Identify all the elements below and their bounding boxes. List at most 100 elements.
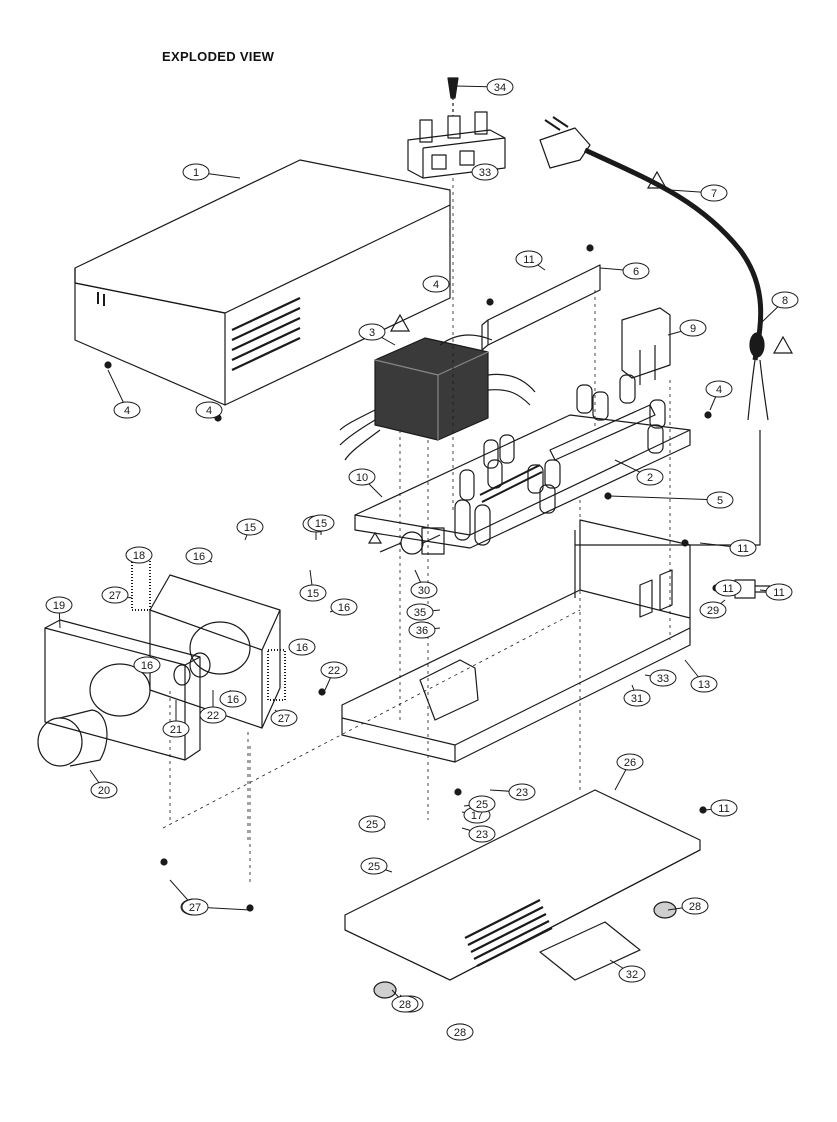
callout-4: 4 bbox=[195, 401, 223, 421]
callout-label: 16 bbox=[227, 694, 239, 706]
transformer bbox=[339, 334, 536, 461]
callout-label: 21 bbox=[170, 724, 182, 736]
callout-label: 27 bbox=[189, 902, 201, 914]
callout-label: 33 bbox=[657, 673, 669, 685]
callout-25: 25 bbox=[463, 795, 496, 813]
callout-label: 15 bbox=[315, 518, 327, 530]
callout-16: 16 bbox=[288, 638, 316, 656]
potentiometer bbox=[379, 527, 445, 555]
callout-label: 11 bbox=[722, 583, 733, 595]
callout-13: 13 bbox=[684, 659, 718, 693]
chassis-front-plate bbox=[149, 574, 281, 729]
callout-1: 1 bbox=[182, 163, 241, 181]
callout-32: 32 bbox=[609, 959, 646, 983]
fuse-holder bbox=[621, 307, 671, 385]
callout-28: 28 bbox=[446, 1023, 474, 1041]
terminal-block bbox=[407, 111, 506, 179]
callout-19: 19 bbox=[45, 596, 73, 629]
callout-label: 20 bbox=[98, 785, 110, 797]
callout-2: 2 bbox=[614, 459, 664, 486]
bracket bbox=[481, 264, 601, 351]
callout-16: 16 bbox=[329, 598, 358, 616]
callout-18: 18 bbox=[125, 546, 153, 564]
callout-25: 25 bbox=[360, 857, 393, 875]
callout-label: 22 bbox=[328, 665, 340, 677]
callout-31: 31 bbox=[623, 684, 651, 707]
chassis bbox=[341, 519, 691, 763]
callout-label: 22 bbox=[207, 710, 219, 722]
callout-11: 11 bbox=[759, 583, 793, 601]
callout-label: 27 bbox=[278, 713, 290, 725]
callout-11: 11 bbox=[515, 250, 546, 271]
callout-16: 16 bbox=[219, 689, 247, 708]
callout-label: 1 bbox=[193, 167, 199, 179]
capacitors bbox=[454, 374, 666, 546]
callout-label: 28 bbox=[454, 1027, 466, 1039]
callout-label: 17 bbox=[471, 810, 483, 822]
callout-33: 33 bbox=[644, 669, 677, 687]
callout-15: 15 bbox=[307, 514, 335, 535]
callout-label: 9 bbox=[690, 323, 696, 335]
callout-label: 16 bbox=[141, 660, 153, 672]
callout-27: 27 bbox=[101, 586, 133, 604]
callout-label: 25 bbox=[476, 799, 488, 811]
callout-label: 27 bbox=[109, 590, 121, 602]
callout-label: 8 bbox=[782, 295, 788, 307]
callout-11: 11 bbox=[714, 579, 742, 597]
callout-36: 36 bbox=[408, 621, 441, 639]
page-title: EXPLODED VIEW bbox=[162, 49, 275, 64]
callout-3: 3 bbox=[358, 323, 396, 346]
callout-16: 16 bbox=[133, 656, 161, 674]
callout-label: 15 bbox=[307, 588, 319, 600]
callout-22: 22 bbox=[320, 661, 348, 691]
callout-label: 26 bbox=[624, 757, 636, 769]
callout-26: 26 bbox=[614, 753, 644, 791]
callout-label: 11 bbox=[737, 543, 748, 555]
callout-label: 13 bbox=[698, 679, 710, 691]
callout-29: 29 bbox=[699, 599, 727, 619]
callout-label: 36 bbox=[416, 625, 428, 637]
callout-label: 3 bbox=[369, 327, 375, 339]
callout-23: 23 bbox=[461, 825, 496, 843]
warning-symbols bbox=[367, 170, 794, 544]
callout-33: 33 bbox=[470, 163, 499, 181]
callout-34: 34 bbox=[454, 78, 514, 96]
callout-label: 30 bbox=[418, 585, 430, 597]
callout-label: 16 bbox=[296, 642, 308, 654]
callout-label: 28 bbox=[399, 999, 411, 1011]
callout-27: 27 bbox=[181, 898, 251, 916]
callout-30: 30 bbox=[410, 569, 438, 599]
callout-15: 15 bbox=[236, 518, 264, 541]
heatsink bbox=[549, 404, 656, 461]
callout-label: 10 bbox=[356, 472, 368, 484]
callout-label: 28 bbox=[689, 901, 701, 913]
callout-28: 28 bbox=[667, 897, 709, 915]
callout-28: 28 bbox=[391, 989, 419, 1013]
callout-label: 32 bbox=[626, 969, 638, 981]
callout-11: 11 bbox=[704, 799, 738, 817]
callout-label: 25 bbox=[366, 819, 378, 831]
callout-15: 15 bbox=[299, 569, 327, 602]
callout-16: 16 bbox=[185, 547, 213, 565]
callout-21: 21 bbox=[162, 700, 190, 738]
callout-5: 5 bbox=[609, 491, 734, 509]
callout-11: 11 bbox=[699, 539, 757, 557]
callout-7: 7 bbox=[669, 184, 728, 202]
callout-8: 8 bbox=[761, 291, 799, 323]
callout-label: 15 bbox=[244, 522, 256, 534]
callout-label: 5 bbox=[717, 495, 723, 507]
callout-22: 22 bbox=[199, 690, 227, 724]
callout-label: 29 bbox=[707, 605, 719, 617]
callout-label: 7 bbox=[711, 188, 717, 200]
callout-20: 20 bbox=[89, 769, 118, 799]
callout-label: 11 bbox=[773, 587, 784, 599]
callout-label: 25 bbox=[368, 861, 380, 873]
callout-label: 11 bbox=[523, 254, 534, 266]
callout-label: 6 bbox=[633, 266, 639, 278]
label-plate bbox=[539, 921, 641, 981]
callout-label: 4 bbox=[206, 405, 212, 417]
callout-label: 31 bbox=[631, 693, 643, 705]
knob bbox=[37, 709, 108, 767]
callout-27: 27 bbox=[270, 709, 298, 727]
